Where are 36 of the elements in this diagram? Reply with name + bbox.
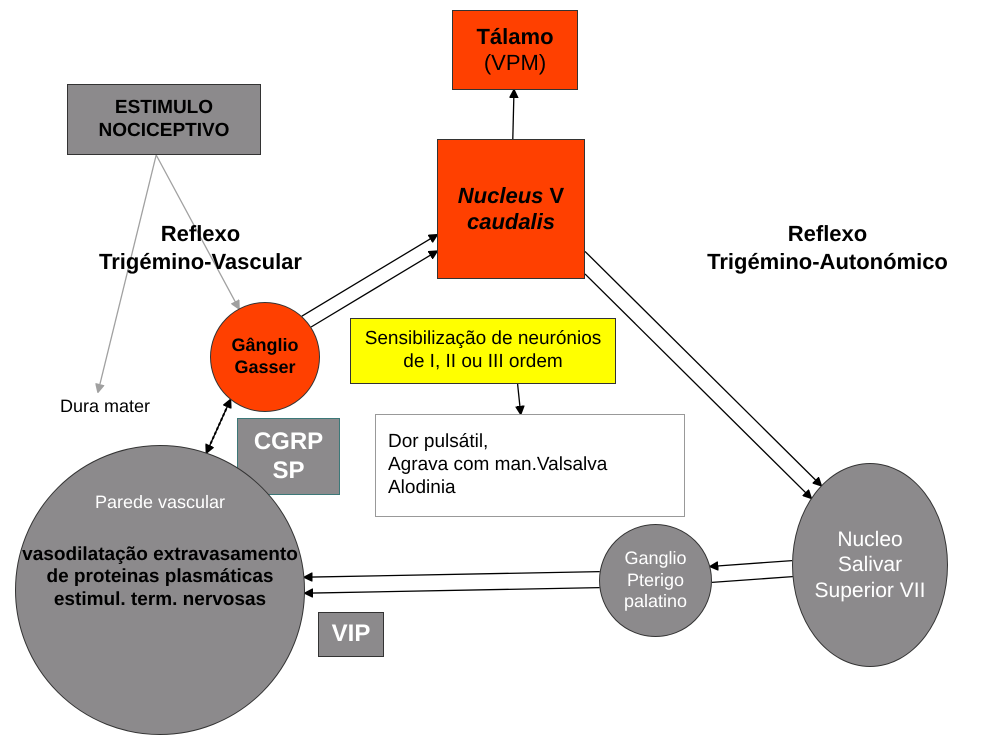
- neuropeptide-box: [318, 612, 384, 657]
- node-text: Gânglio Gasser: [230, 335, 300, 379]
- arrow: [310, 250, 438, 328]
- arrow: [584, 273, 812, 500]
- node-text: Ganglio Pterigo palatino: [622, 548, 688, 613]
- process-box: [452, 10, 578, 90]
- node-text: Nucleo Salivar Superior VII: [814, 527, 926, 603]
- process-box: [437, 139, 585, 279]
- heading-text: Tálamo: [476, 24, 554, 50]
- node-text: Nucleus V caudalis: [456, 182, 566, 236]
- neuropeptide-box: [237, 418, 340, 495]
- body-text: (VPM): [484, 50, 546, 76]
- arrow: [95, 154, 157, 394]
- body-text: Agrava com man.Valsalva: [388, 454, 608, 477]
- arrow: [584, 250, 822, 487]
- arrow: [508, 88, 519, 140]
- note-box: [350, 318, 616, 384]
- heading-text: Parede vascular: [94, 492, 226, 514]
- symptom-box: [375, 414, 685, 517]
- body-text: vasodilatação extravasamento de proteinas plasmáticas estimul. term. nervosas: [21, 544, 299, 612]
- heading-text: Dor pulsátil,: [388, 431, 488, 454]
- process-box: [67, 84, 261, 155]
- node-text: CGRP SP: [252, 428, 324, 486]
- arrow: [304, 586, 600, 598]
- arrow: [514, 384, 525, 416]
- arrow: [303, 570, 600, 582]
- body-text: Alodinia: [388, 476, 456, 500]
- arrow: [156, 154, 240, 310]
- node-text: Sensibilização de neurónios de I, II ou III ordem: [364, 328, 602, 374]
- reflex-title: Reflexo Trigémino-Autonómico: [706, 220, 949, 276]
- reflex-title: Reflexo Trigémino-Vascular: [98, 220, 303, 276]
- node-text: VIP: [332, 620, 370, 649]
- node-text: ESTIMULO NOCICEPTIVO: [98, 96, 230, 142]
- arrow: [301, 234, 438, 317]
- arrow: [708, 560, 792, 571]
- node-text: Dura mater: [60, 396, 150, 418]
